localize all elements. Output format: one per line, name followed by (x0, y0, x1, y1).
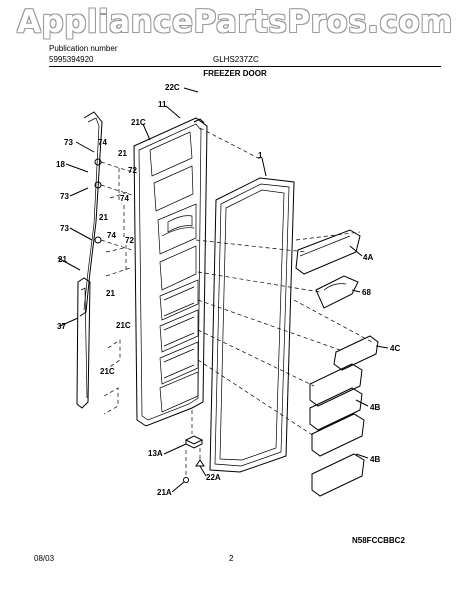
publication-number: 5995394920 (49, 55, 94, 64)
callout-73-a: 73 (64, 138, 73, 147)
callout-72-a: 72 (128, 166, 137, 175)
callout-72-b: 72 (125, 236, 134, 245)
ice-cup-68 (315, 275, 359, 309)
callout-4c: 4C (390, 344, 400, 353)
callout-37: 37 (57, 322, 66, 331)
callout-4b-upper: 4B (370, 403, 380, 412)
callout-labels: 22C 11 21C 1 73 74 21 18 72 73 74 21 72 … (56, 83, 400, 497)
leader-lines (57, 87, 389, 493)
footer-date: 08/03 (34, 554, 55, 563)
callout-21-b: 21 (99, 213, 108, 222)
callout-74-b: 74 (120, 194, 129, 203)
door-gasket (209, 177, 295, 473)
publication-label: Publication number (49, 44, 118, 53)
callout-73-c: 73 (60, 224, 69, 233)
callout-21-c: 21 (58, 255, 67, 264)
callout-22c: 22C (165, 83, 180, 92)
callout-21a: 21A (157, 488, 172, 497)
door-bin-4b-upper (309, 363, 363, 431)
callout-74-a: 74 (98, 138, 107, 147)
callout-4b-lower: 4B (370, 455, 380, 464)
callout-73-b: 73 (60, 192, 69, 201)
callout-21-a: 21 (118, 149, 127, 158)
watermark-logo: AppliancePartsPros.com (17, 4, 453, 40)
projection-lines (195, 127, 373, 437)
door-bin-4a (295, 229, 361, 275)
callout-11: 11 (158, 100, 167, 109)
callout-21c-top: 21C (131, 118, 146, 127)
left-trim-strip (79, 111, 103, 317)
header-rule (49, 66, 441, 67)
model-number: GLHS237ZC (213, 55, 259, 64)
retainer-clips (103, 339, 121, 415)
callout-4a: 4A (363, 253, 373, 262)
door-liner-assembly (133, 117, 208, 427)
door-bin-4b-lower (311, 413, 365, 497)
lower-hinge-parts (183, 410, 205, 483)
callout-21c-mid: 21C (116, 321, 131, 330)
footer-page: 2 (229, 554, 234, 563)
door-bin-4c (333, 335, 379, 371)
callout-21-d: 21 (106, 289, 115, 298)
hinge-screws (94, 158, 133, 277)
callout-21c-low: 21C (100, 367, 115, 376)
callout-1: 1 (258, 151, 263, 160)
callout-74-c: 74 (107, 231, 116, 240)
footer-code: N58FCCBBC2 (352, 536, 405, 545)
page-title: FREEZER DOOR (203, 69, 267, 78)
callout-13a: 13A (148, 449, 163, 458)
bottom-trim-strip (76, 277, 91, 409)
callout-68: 68 (362, 288, 371, 297)
callout-18: 18 (56, 160, 65, 169)
callout-22a: 22A (206, 473, 221, 482)
